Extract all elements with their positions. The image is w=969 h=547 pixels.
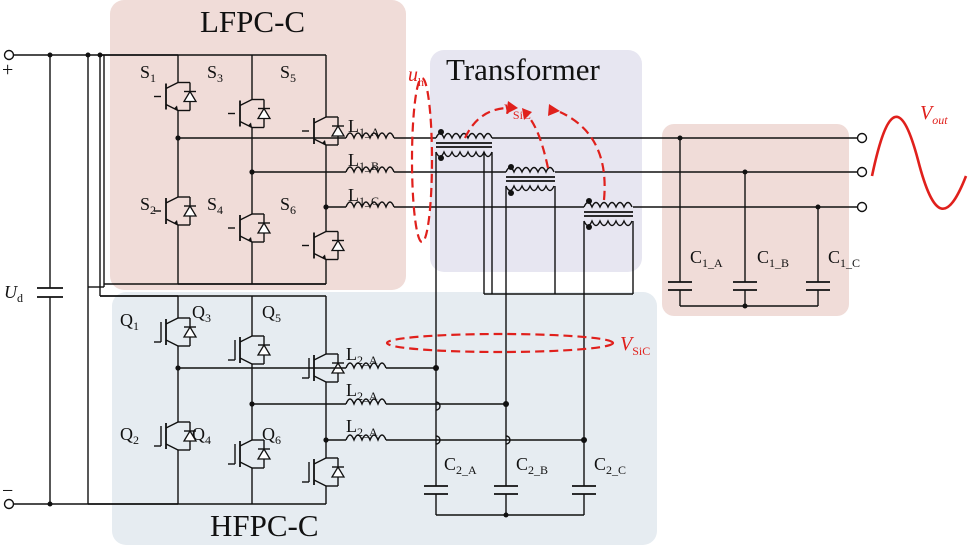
label-q1: Q1 <box>120 310 139 333</box>
switch-q1 <box>154 296 198 368</box>
label-l2-0: L2_A <box>346 344 378 367</box>
switch-s2 <box>154 138 198 284</box>
label-c2a: C2_A <box>444 454 477 477</box>
lfpc-region <box>110 0 406 290</box>
label-q4: Q4 <box>192 424 211 447</box>
label-q3: Q3 <box>192 302 211 325</box>
switch-s1 <box>154 55 198 138</box>
label-c1c: C1_C <box>828 247 860 270</box>
label-l1-0: L1_A <box>348 116 380 139</box>
output-filter-region <box>662 124 849 316</box>
label-s6: S6 <box>280 194 296 217</box>
uh-ellipse <box>410 76 434 244</box>
label-s3: S3 <box>207 62 223 85</box>
annotations: uh vSiC VSiC Vout <box>385 64 968 358</box>
switch-q6 <box>302 440 346 504</box>
switch-q2 <box>154 368 198 504</box>
label-q5: Q5 <box>262 302 281 325</box>
dc-link-label: Ud <box>4 282 23 305</box>
switch-q3 <box>228 296 272 404</box>
dc-input: + − Ud <box>2 49 326 510</box>
label-c1b: C1_B <box>757 247 789 270</box>
label-s4: S4 <box>207 194 223 217</box>
label-l2-1: L2_A <box>346 380 378 403</box>
uh-label: uh <box>408 64 424 89</box>
transformer-c <box>583 198 633 230</box>
vsic-ellipse <box>385 332 615 354</box>
output-waveform <box>870 115 968 210</box>
label-q2: Q2 <box>120 424 139 447</box>
lfpc-title: LFPC-C <box>200 4 305 39</box>
label-l1-1: L1_B <box>348 150 379 173</box>
label-c2c: C2_C <box>594 454 626 477</box>
label-c1a: C1_A <box>690 247 723 270</box>
transformer-secondary-wiring <box>435 152 634 295</box>
switch-s3 <box>228 55 272 172</box>
hfpc-title: HFPC-C <box>210 508 319 543</box>
switch-s6 <box>302 207 346 284</box>
minus-sign: − <box>2 480 13 502</box>
switch-q4 <box>228 404 272 504</box>
switch-s5 <box>302 55 346 207</box>
transformer-b <box>505 164 555 196</box>
vout-label: Vout <box>920 102 948 127</box>
output-capacitors <box>668 138 830 309</box>
hfpc-buses <box>88 295 326 505</box>
label-s1: S1 <box>140 62 156 85</box>
vsic-small-label: vSiC <box>504 97 531 122</box>
plus-sign: + <box>2 59 13 81</box>
vsic-big-label: VSiC <box>620 333 650 358</box>
switch-layer <box>154 55 584 504</box>
label-s5: S5 <box>280 62 296 85</box>
hf-capacitors <box>424 290 596 518</box>
switch-s4 <box>228 172 272 284</box>
vsic-arrow-a <box>464 106 507 139</box>
transformer-title: Transformer <box>446 52 601 87</box>
label-c2b: C2_B <box>516 454 548 477</box>
vsic-arrow-b <box>527 115 550 169</box>
label-l1-2: L1_C <box>348 185 379 208</box>
label-s2: S2 <box>140 194 156 217</box>
label-q6: Q6 <box>262 424 281 447</box>
label-l2-2: L2_A <box>346 416 378 439</box>
hfpc-region <box>112 292 657 545</box>
